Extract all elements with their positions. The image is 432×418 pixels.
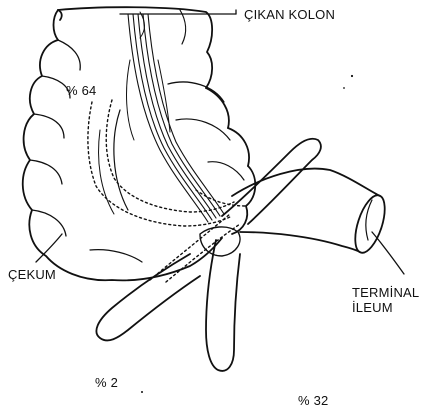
leader-terminal-ileum [372,232,404,274]
ascending-colon [58,7,212,88]
leader-cekum [36,234,62,262]
label-pct-2: % 2 [95,376,118,390]
label-cekum: ÇEKUM [8,268,56,282]
label-ileum: İLEUM [352,301,393,315]
label-terminal: TERMİNAL [352,286,419,300]
label-cikan-kolon: ÇIKAN KOLON [244,8,335,22]
label-pct-64: % 64 [66,84,96,98]
appendix-subcecal [96,254,200,340]
label-pct-32: % 32 [298,394,328,408]
appendix-retroileal [222,139,321,224]
appendix-pelvic [206,240,240,371]
